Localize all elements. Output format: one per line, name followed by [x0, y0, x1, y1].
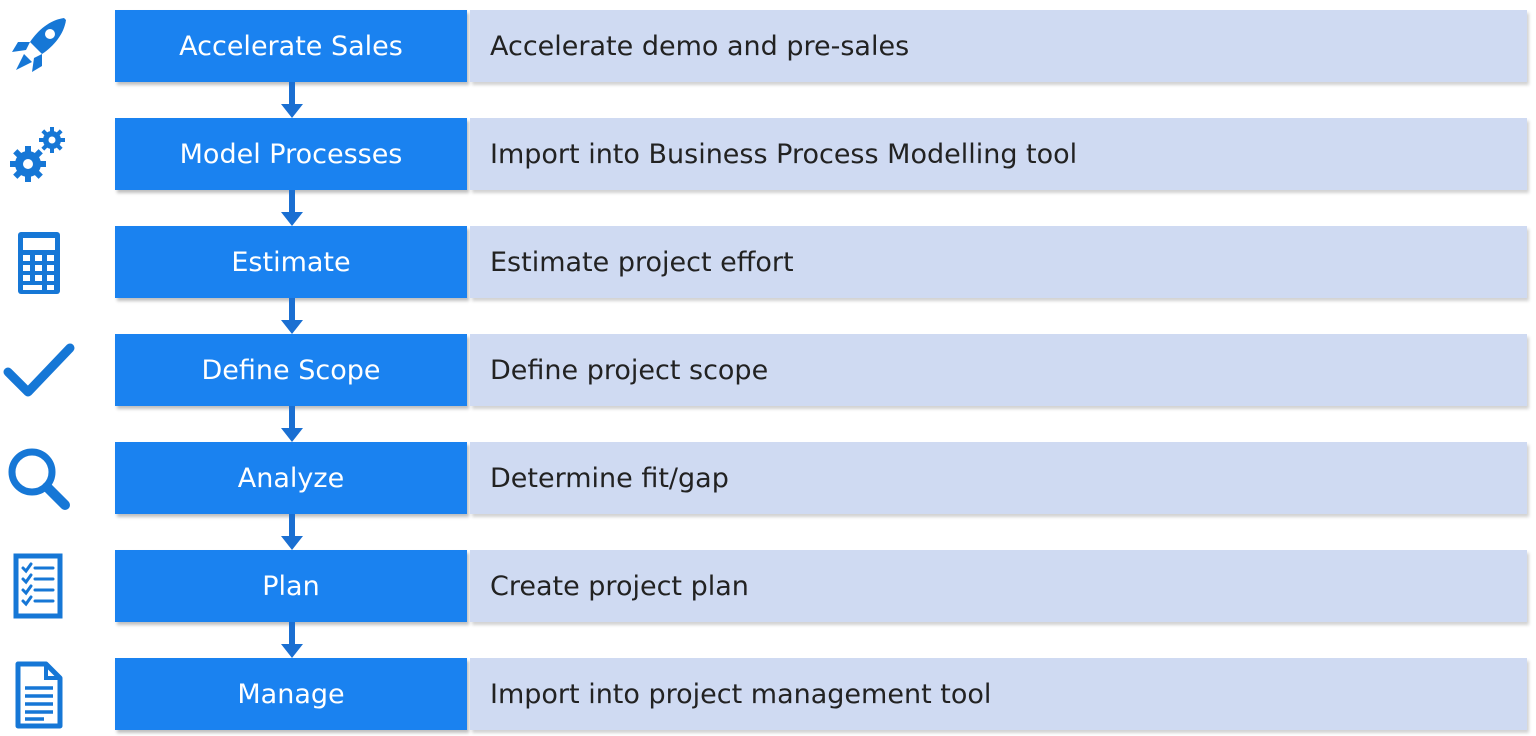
down-arrow: [281, 622, 303, 658]
step-row-estimate: Estimate Estimate project effort: [0, 226, 1536, 334]
step-box: Manage: [115, 658, 467, 730]
step-description: Determine fit/gap: [470, 442, 1527, 514]
magnifier-icon: [2, 442, 76, 516]
step-description: Import into Business Process Modelling t…: [470, 118, 1527, 190]
step-description: Accelerate demo and pre-sales: [470, 10, 1527, 82]
down-arrow: [281, 82, 303, 118]
step-box: Model Processes: [115, 118, 467, 190]
step-row-model-processes: Model Processes Import into Business Pro…: [0, 118, 1536, 226]
down-arrow: [281, 514, 303, 550]
down-arrow: [281, 190, 303, 226]
step-row-plan: Plan Create project plan: [0, 550, 1536, 658]
step-box: Plan: [115, 550, 467, 622]
step-box: Accelerate Sales: [115, 10, 467, 82]
step-row-manage: Manage Import into project management to…: [0, 658, 1536, 732]
step-box: Define Scope: [115, 334, 467, 406]
calculator-icon: [2, 226, 76, 300]
step-description: Define project scope: [470, 334, 1527, 406]
step-description: Import into project management tool: [470, 658, 1527, 730]
down-arrow: [281, 406, 303, 442]
gears-icon: [2, 118, 76, 192]
step-row-accelerate-sales: Accelerate Sales Accelerate demo and pre…: [0, 10, 1536, 118]
step-description: Estimate project effort: [470, 226, 1527, 298]
rocket-icon: [2, 10, 76, 84]
step-box: Estimate: [115, 226, 467, 298]
down-arrow: [281, 298, 303, 334]
step-box: Analyze: [115, 442, 467, 514]
step-row-analyze: Analyze Determine fit/gap: [0, 442, 1536, 550]
step-description: Create project plan: [470, 550, 1527, 622]
document-icon: [2, 658, 76, 732]
checklist-icon: [2, 550, 76, 624]
checkmark-icon: [2, 334, 76, 408]
step-row-define-scope: Define Scope Define project scope: [0, 334, 1536, 442]
